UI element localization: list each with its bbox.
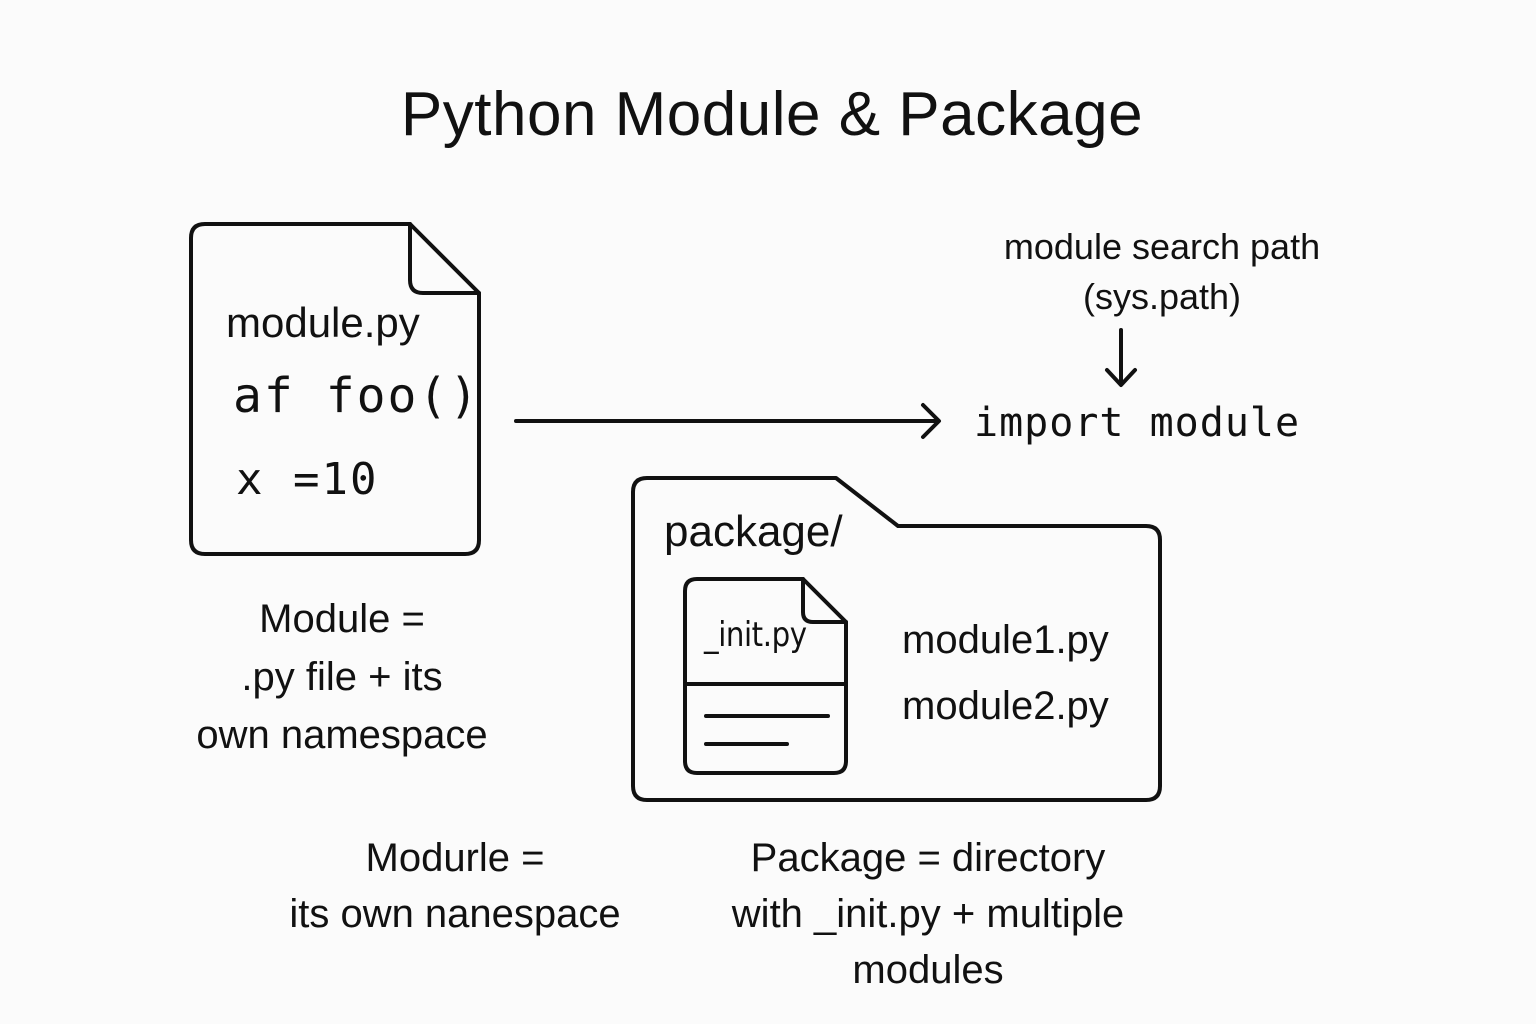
code-line-function: af foo() [233, 368, 481, 424]
module-caption: Module = .py file + its own namespace [196, 597, 488, 757]
module-filename: module.py [226, 299, 420, 346]
init-file-label: _init.py [704, 615, 807, 655]
code-line-variable: x =10 [236, 454, 379, 505]
package-module-1: module1.py [902, 618, 1109, 662]
diagram-title: Python Module & Package [400, 80, 1144, 149]
init-file-icon [683, 577, 848, 775]
arrow-right-icon [514, 403, 941, 439]
package-folder-icon [631, 476, 1162, 802]
bottom-left-caption: Modurle = its own nanespace [289, 836, 621, 936]
bottom-right-caption: Package = directory with _init.py + mult… [731, 836, 1125, 992]
package-label: package/ [664, 507, 843, 556]
search-path-label: module search path (sys.path) [1003, 226, 1321, 317]
module-file-icon [189, 222, 481, 556]
arrow-down-icon [1105, 328, 1137, 387]
package-module-2: module2.py [902, 684, 1109, 728]
import-statement: import module [974, 400, 1301, 446]
